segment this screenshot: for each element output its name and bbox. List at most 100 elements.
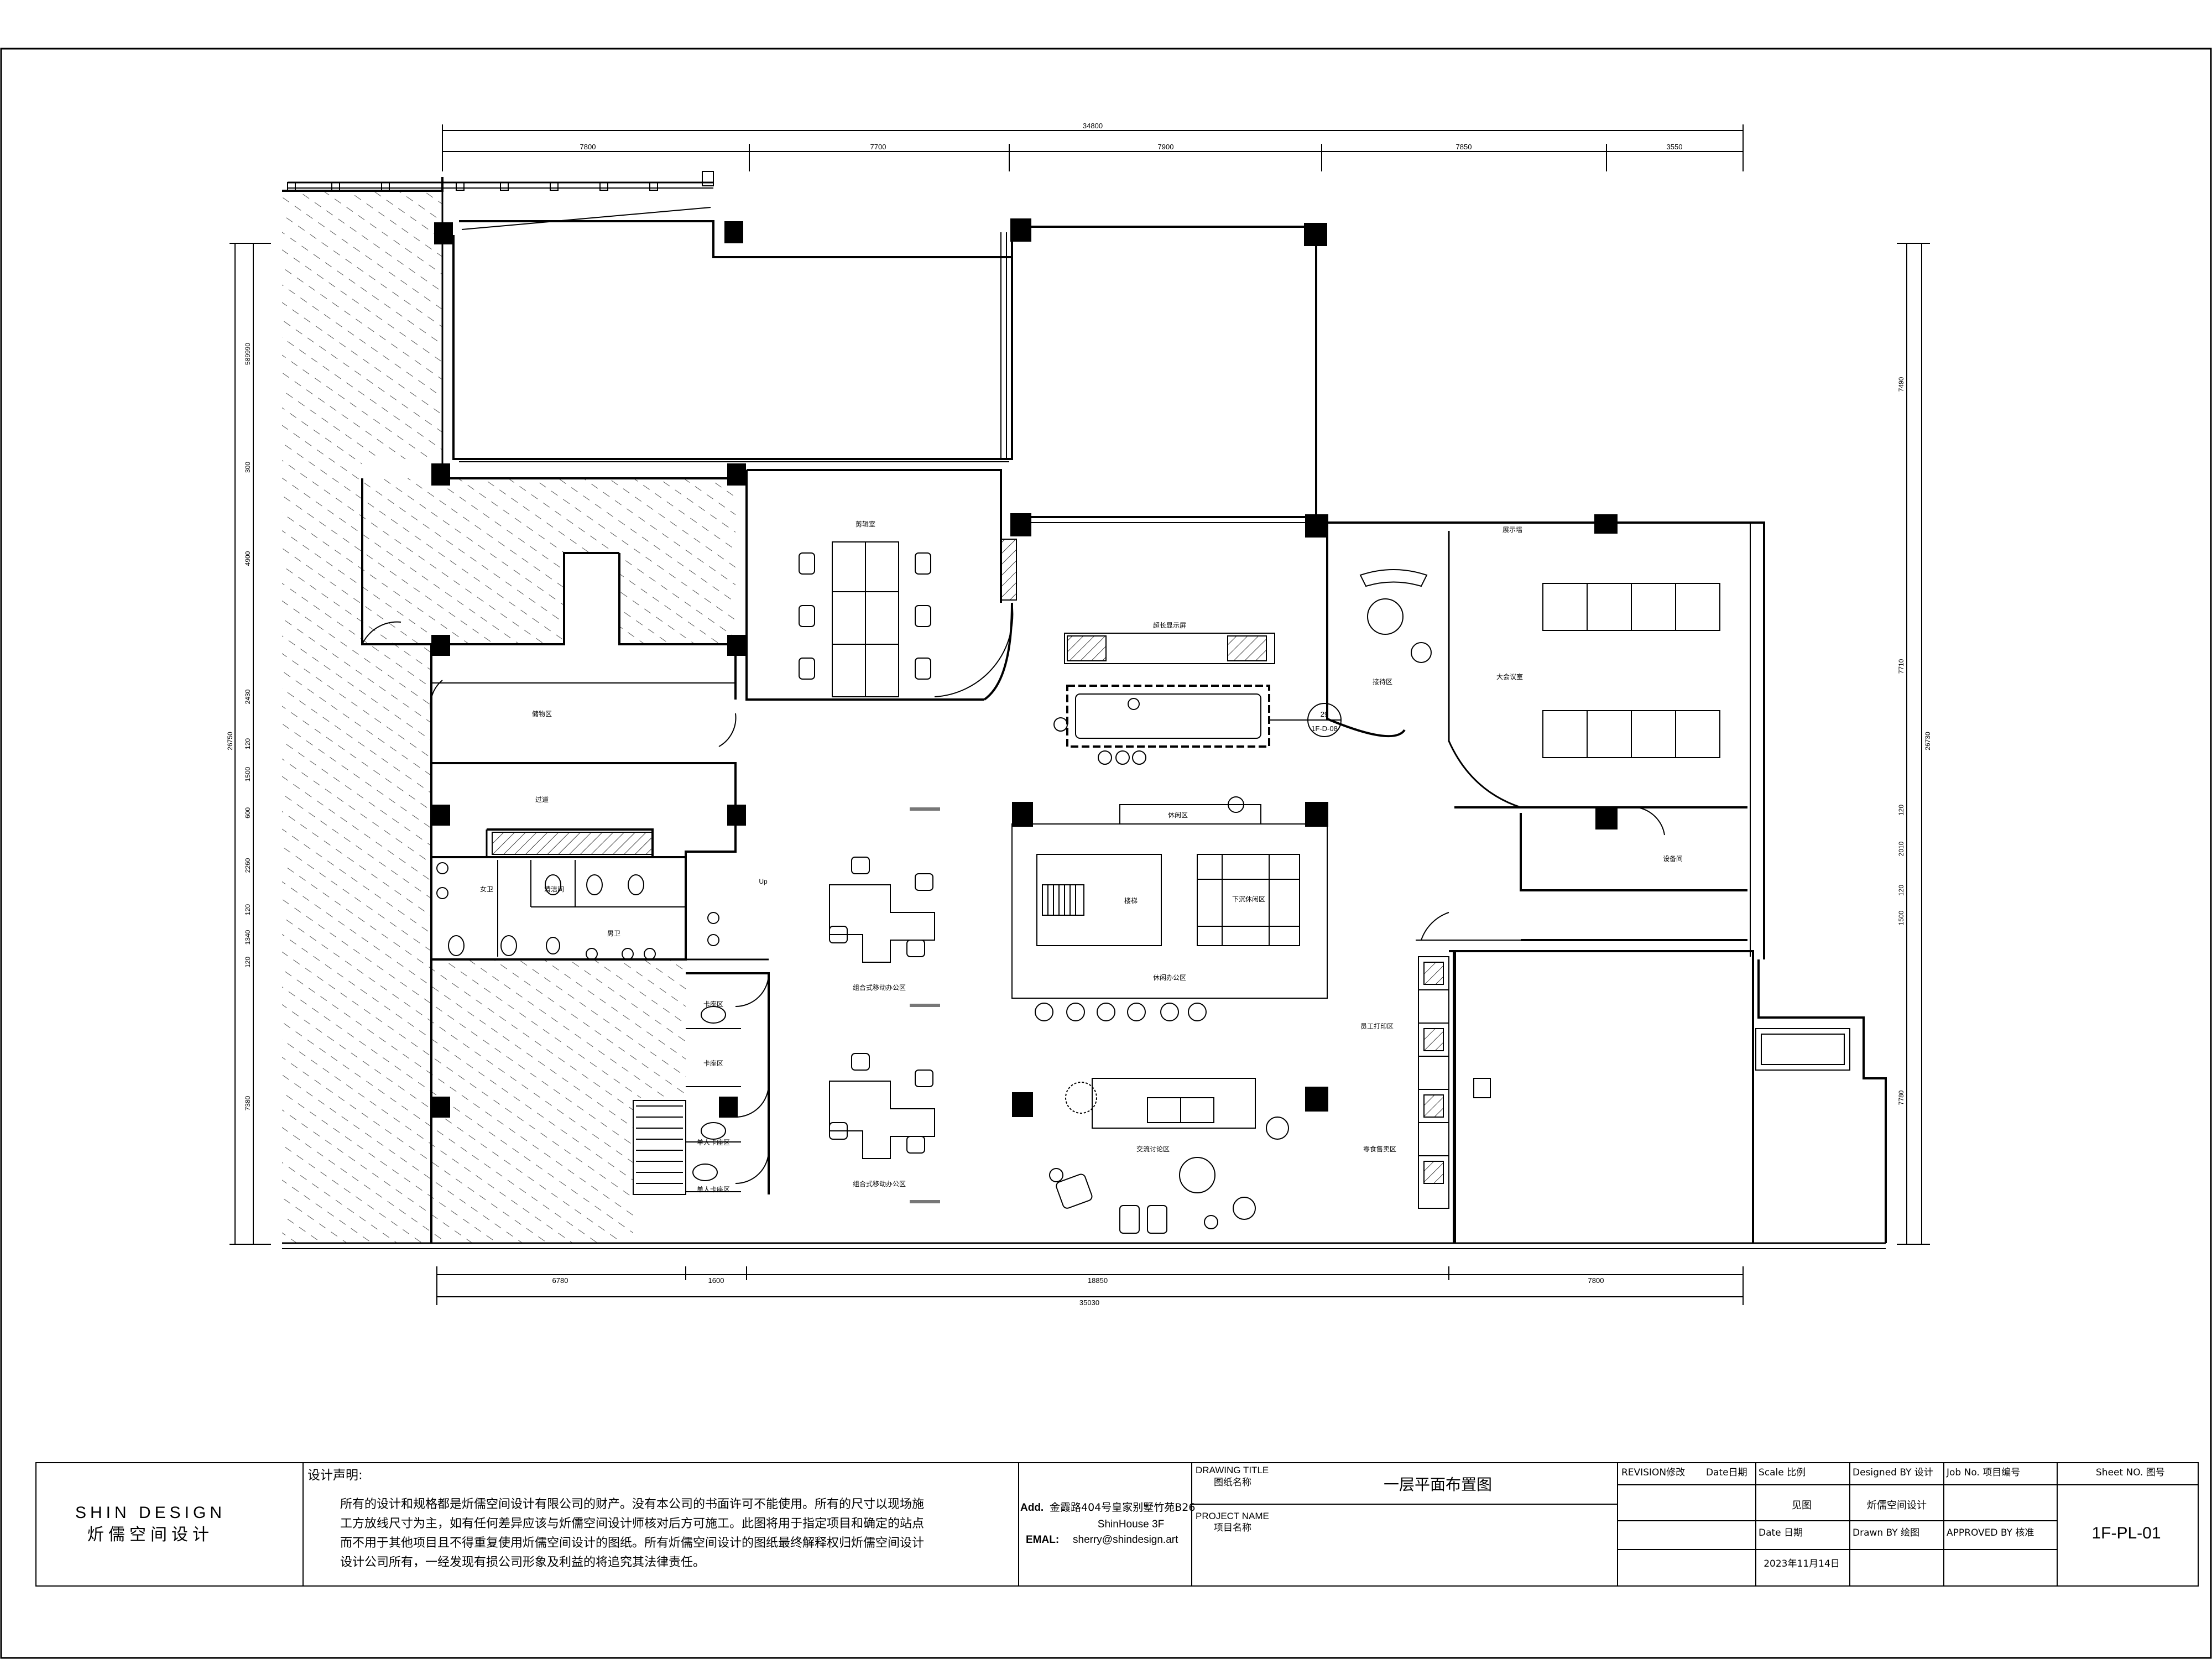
sheet-frame <box>0 48 2212 1659</box>
dim-top-1: 7800 <box>580 143 596 151</box>
address-line-1: 金霞路404号皇家别墅竹苑B26 <box>1050 1501 1195 1514</box>
drawing-title-en: DRAWING TITLE <box>1196 1465 1269 1475</box>
dim-left-11: 120 <box>244 957 252 968</box>
dim-bottom-4: 7800 <box>1588 1276 1604 1285</box>
label-cleaning: 清洁间 <box>544 885 564 893</box>
logo-cn: 炘儒空间设计 <box>87 1525 213 1545</box>
hatched-exterior <box>282 190 735 1243</box>
dim-right-7: 7780 <box>1897 1090 1905 1105</box>
label-stairs: 楼梯 <box>1124 896 1138 905</box>
dim-top-4: 7850 <box>1456 143 1472 151</box>
dim-top-2: 7700 <box>870 143 886 151</box>
dim-left-3: 4900 <box>244 551 252 566</box>
drawing-title-cn: 图纸名称 <box>1214 1477 1251 1488</box>
date-column-label: Date日期 <box>1706 1467 1747 1478</box>
small-columns <box>287 171 714 191</box>
label-sunken-seating: 下沉休闲区 <box>1232 895 1265 903</box>
designed-by-label: Designed BY 设计 <box>1853 1467 1933 1478</box>
dim-left-6: 1500 <box>244 766 252 781</box>
dim-left-10: 1340 <box>244 930 252 945</box>
dim-left-total: 26750 <box>226 732 234 750</box>
date-value: 2023年11月14日 <box>1764 1558 1840 1569</box>
label-single-booth-2: 单人卡座区 <box>697 1185 730 1193</box>
email-label: EMAL: <box>1026 1534 1059 1546</box>
label-display-wall: 超长显示屏 <box>1153 621 1186 629</box>
furniture <box>436 539 1850 1234</box>
label-exchange-area: 交流讨论区 <box>1136 1145 1170 1153</box>
dim-top-5: 3550 <box>1667 143 1683 151</box>
dimension-text: 34800 7800 7700 7900 7850 3550 6780 1600… <box>552 122 1683 1307</box>
drawn-by-label: Drawn BY 绘图 <box>1853 1527 1919 1538</box>
dim-right-3: 120 <box>1897 805 1905 816</box>
dimension-lines <box>229 124 1930 1305</box>
statement-line-2: 工方放线尺寸为主，如有任何差异应该与炘儒空间设计师核对后方可施工。此图将用于指定… <box>340 1517 924 1531</box>
label-staff-print: 员工打印区 <box>1360 1022 1394 1030</box>
project-name-cn: 项目名称 <box>1214 1522 1251 1533</box>
dimension-text-left: 26750 589990 300 4900 2430 120 1500 600 … <box>226 343 1932 1111</box>
approved-by-label: APPROVED BY 核准 <box>1947 1527 2034 1538</box>
label-single-booth-1: 单人卡座区 <box>697 1138 730 1146</box>
dim-left-2: 300 <box>244 462 252 473</box>
statement-line-3: 而不用于其他项目且不得重复使用炘儒空间设计的图纸。所有炘儒空间设计的图纸最终解释… <box>340 1536 924 1550</box>
label-meeting-small: 剪辑室 <box>855 520 875 528</box>
label-mens-wc: 男卫 <box>607 930 620 937</box>
dim-bottom-1: 6780 <box>552 1276 568 1285</box>
dim-right-5: 120 <box>1897 885 1905 896</box>
address-label: Add. <box>1020 1502 1044 1514</box>
callout-number: 29 <box>1321 710 1328 718</box>
address-line-2: ShinHouse 3F <box>1098 1519 1164 1530</box>
room-labels: 剪辑室 超长显示屏 储物区 过道 女卫 清洁间 男卫 卡座区 卡座区 单人卡座区… <box>480 520 1683 1193</box>
title-block <box>35 1462 2199 1587</box>
project-name-en: PROJECT NAME <box>1196 1511 1269 1521</box>
sheet-no-label: Sheet NO. 图号 <box>2096 1467 2165 1478</box>
label-cabinet: 展示墙 <box>1503 526 1522 534</box>
label-equipment: 设备间 <box>1663 855 1683 863</box>
date-label: Date 日期 <box>1759 1527 1803 1538</box>
dim-left-12: 7380 <box>244 1095 252 1110</box>
label-card-room-2: 卡座区 <box>703 1059 723 1067</box>
label-corridor: 过道 <box>535 796 549 804</box>
dim-left-1: 589990 <box>244 343 252 365</box>
statement-line-1: 所有的设计和规格都是炘儒空间设计有限公司的财产。没有本公司的书面许可不能使用。所… <box>340 1498 924 1511</box>
dim-right-6: 1500 <box>1897 910 1905 925</box>
revision-label: REVISION修改 <box>1621 1467 1685 1478</box>
drawing-title-value: 一层平面布置图 <box>1384 1475 1492 1494</box>
title-block-text: SHIN DESIGN 炘儒空间设计 设计声明: 所有的设计和规格都是炘儒空间设… <box>75 1465 2165 1569</box>
label-rest-office: 休闲办公区 <box>1153 973 1186 982</box>
doors <box>362 602 1665 1184</box>
label-big-meeting: 大会议室 <box>1496 672 1523 681</box>
scale-value: 见图 <box>1792 1500 1812 1511</box>
statement-line-4: 设计公司所有，一经发现有损公司形象及利益的将追究其法律责任。 <box>340 1556 705 1569</box>
label-open-office-2: 组合式移动办公区 <box>853 1180 906 1188</box>
dim-bottom-3: 18850 <box>1088 1276 1108 1285</box>
designed-by-value: 炘儒空间设计 <box>1867 1500 1927 1511</box>
label-womens-wc: 女卫 <box>480 885 493 893</box>
label-card-room-1: 卡座区 <box>703 1000 723 1008</box>
dim-right-2: 7710 <box>1897 659 1905 674</box>
dim-bottom-total: 35030 <box>1079 1298 1099 1307</box>
dim-left-4: 2430 <box>244 689 252 704</box>
scale-label: Scale 比例 <box>1759 1467 1806 1478</box>
label-lounge-left: 储物区 <box>532 709 552 718</box>
label-reception: 接待区 <box>1373 677 1392 686</box>
statement-title: 设计声明: <box>307 1468 363 1483</box>
sheet-no-value: 1F-PL-01 <box>2091 1524 2161 1542</box>
dim-right-total: 26730 <box>1924 732 1932 750</box>
label-storage-area: 零食售卖区 <box>1363 1145 1396 1153</box>
dim-left-7: 600 <box>244 807 252 818</box>
walls <box>282 177 1887 1249</box>
label-rest-area: 休闲区 <box>1168 811 1188 819</box>
logo-en: SHIN DESIGN <box>75 1504 226 1522</box>
email-value: sherry@shindesign.art <box>1073 1534 1178 1546</box>
dim-right-4: 2010 <box>1897 841 1905 856</box>
dim-top-3: 7900 <box>1158 143 1174 151</box>
dim-top-total: 34800 <box>1083 122 1103 130</box>
dim-bottom-2: 1600 <box>708 1276 724 1285</box>
dim-left-5: 120 <box>244 738 252 749</box>
job-no-label: Job No. 项目编号 <box>1946 1467 2020 1478</box>
dim-right-1: 7490 <box>1897 377 1905 392</box>
label-open-office-1: 组合式移动办公区 <box>853 983 906 992</box>
columns <box>431 218 1618 1118</box>
callout-reference: 1F-D-08 <box>1311 724 1338 733</box>
